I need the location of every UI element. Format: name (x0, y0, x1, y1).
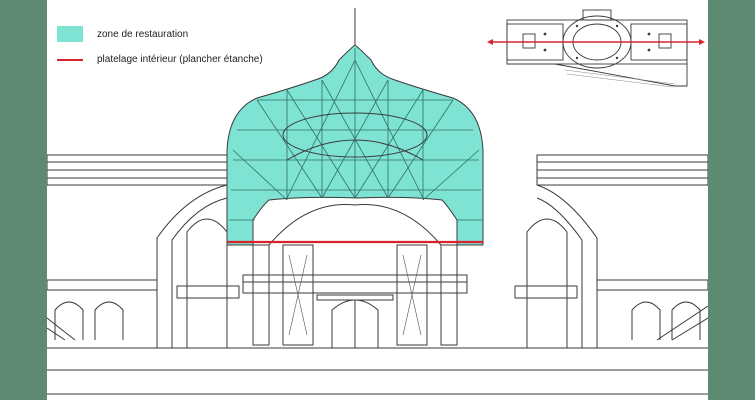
right-gallery-floor (596, 279, 708, 291)
restoration-zone-swatch (57, 26, 83, 42)
section-drawing (47, 8, 708, 395)
legend-label-restoration-zone: zone de restauration (97, 28, 189, 40)
interior-floor-swatch (57, 58, 83, 61)
drawing-sheet: zone de restauration platelage intérieur… (47, 0, 708, 400)
left-vault (156, 184, 228, 348)
inset-arrow-left-icon (487, 39, 493, 45)
legend-item-interior-floor: platelage intérieur (plancher étanche) (57, 54, 263, 65)
restoration-zone-cupola (226, 44, 484, 246)
inset-arrow-right-icon (699, 39, 705, 45)
inset-floor-plan (487, 9, 705, 88)
right-vault (536, 184, 598, 348)
legend-item-restoration-zone: zone de restauration (57, 26, 188, 42)
legend: zone de restauration platelage intérieur… (57, 26, 357, 86)
left-gallery-floor (47, 279, 158, 291)
legend-label-interior-floor: platelage intérieur (plancher étanche) (97, 54, 263, 65)
central-arch (242, 204, 468, 348)
